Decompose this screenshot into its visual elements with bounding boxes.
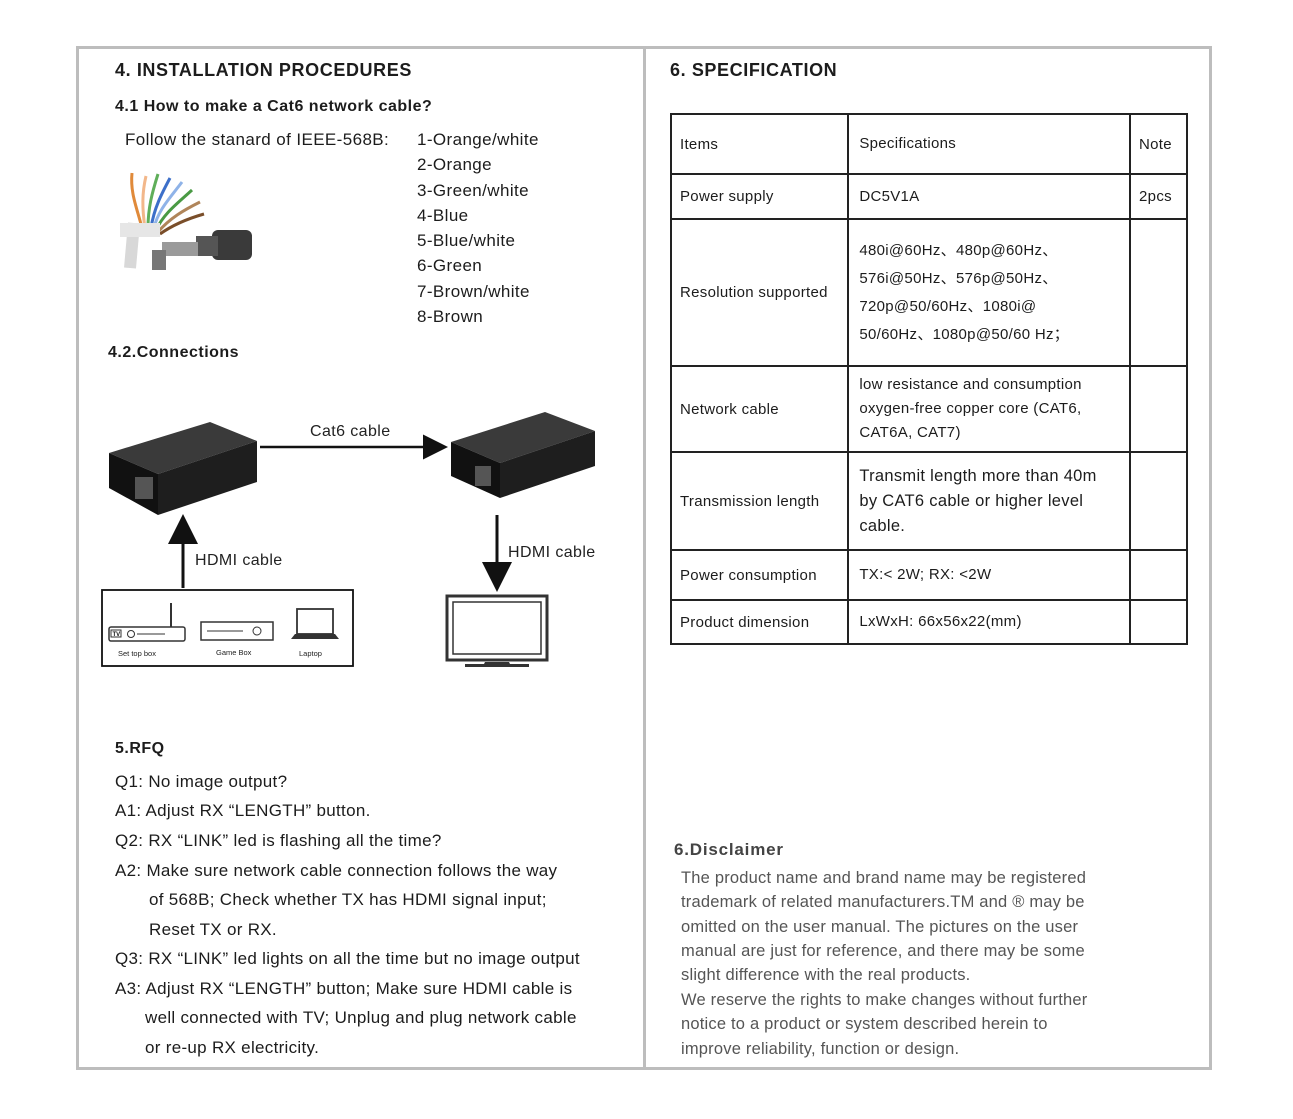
specification-table: Items Specifications Note Power supply D…: [669, 113, 1188, 645]
header-note: Note: [1129, 113, 1188, 175]
game-box-icon: [200, 621, 274, 641]
item-cell: Network cable: [669, 365, 850, 453]
laptop-icon: [291, 608, 339, 639]
wiring-item: 8-Brown: [417, 307, 484, 327]
tv-icon: [445, 594, 549, 667]
spec-line: by CAT6 cable or higher level: [859, 491, 1084, 510]
rfq-line: A3: Adjust RX “LENGTH” button; Make sure…: [115, 979, 573, 998]
spec-cell: DC5V1A: [847, 173, 1132, 220]
spec-line: LxWxH: 66x56x22(mm): [859, 613, 1022, 630]
spec-line: 720p@50/60Hz、1080i@: [859, 297, 1037, 315]
disclaimer-line: slight difference with the real products…: [681, 966, 971, 984]
rfq-line: well connected with TV; Unplug and plug …: [145, 1008, 577, 1027]
spec-line: oxygen-free copper core (CAT6,: [859, 400, 1082, 417]
rfq-line: A1: Adjust RX “LENGTH” button.: [115, 801, 371, 820]
installation-title: 4. INSTALLATION PROCEDURES: [115, 60, 412, 80]
svg-text:TV: TV: [113, 632, 121, 638]
rfq-heading: 5.RFQ: [115, 740, 165, 757]
disclaimer-line: improve reliability, function or design.: [681, 1040, 960, 1058]
spec-line: low resistance and consumption: [859, 376, 1082, 393]
table-row: Transmission length Transmit length more…: [669, 451, 1188, 551]
item-cell: Power consumption: [669, 549, 850, 601]
spec-cell: low resistance and consumption oxygen-fr…: [847, 365, 1132, 453]
rfq-line: Reset TX or RX.: [149, 920, 277, 939]
note-cell: [1129, 365, 1188, 453]
set-top-box-icon: TV: [108, 603, 186, 642]
table-row: Power supply DC5V1A 2pcs: [669, 173, 1188, 220]
rfq-line: Q1: No image output?: [115, 772, 288, 791]
table-row: Network cable low resistance and consump…: [669, 365, 1188, 453]
spec-line: cable.: [859, 516, 906, 535]
disclaimer-line: manual are just for reference, and there…: [681, 942, 1085, 960]
rfq-line: or re-up RX electricity.: [145, 1038, 320, 1057]
wiring-item: 6-Green: [417, 256, 483, 276]
spec-line: 480i@60Hz、480p@60Hz、: [859, 241, 1058, 259]
wiring-item: 1-Orange/white: [417, 130, 539, 149]
wiring-item: 2-Orange: [417, 155, 493, 175]
item-cell: Resolution supported: [669, 218, 850, 367]
header-items: Items: [669, 113, 850, 175]
item-cell: Product dimension: [669, 599, 850, 645]
disclaimer-line: notice to a product or system described …: [681, 1015, 1048, 1033]
spec-line: TX:< 2W; RX: <2W: [859, 566, 992, 583]
wiring-item: 3-Green/white: [417, 180, 529, 200]
note-cell: [1129, 451, 1188, 551]
spec-cell: LxWxH: 66x56x22(mm): [847, 599, 1132, 645]
note-cell: [1129, 599, 1188, 645]
disclaimer-line: trademark of related manufacturers.TM an…: [681, 893, 1085, 911]
note-cell: [1129, 549, 1188, 601]
spec-line: 576i@50Hz、576p@50Hz、: [859, 269, 1058, 287]
disclaimer-line: omitted on the user manual. The pictures…: [681, 918, 1079, 936]
table-row: Resolution supported 480i@60Hz、480p@60Hz…: [669, 218, 1188, 367]
specification-title: 6. SPECIFICATION: [670, 60, 838, 80]
spec-cell: 480i@60Hz、480p@60Hz、 576i@50Hz、576p@50Hz…: [847, 218, 1132, 367]
cable-howto-heading: 4.1 How to make a Cat6 network cable?: [115, 98, 433, 115]
hdmi-cable-label-right: HDMI cable: [508, 544, 596, 561]
spec-line: DC5V1A: [859, 187, 920, 205]
disclaimer-heading: 6.Disclaimer: [674, 840, 784, 859]
rfq-line: of 568B; Check whether TX has HDMI signa…: [149, 890, 547, 909]
rfq-line: Q2: RX “LINK” led is flashing all the ti…: [115, 831, 442, 850]
spec-cell: TX:< 2W; RX: <2W: [847, 549, 1132, 601]
wiring-list: 1-Orange/white 2-Orange 3-Green/white 4-…: [417, 127, 539, 329]
set-top-box-label: Set top box: [118, 649, 156, 658]
item-cell: Transmission length: [669, 451, 850, 551]
standard-text: Follow the stanard of IEEE-568B:: [125, 130, 390, 149]
disclaimer-line: The product name and brand name may be r…: [681, 869, 1087, 887]
wiring-item: 5-Blue/white: [417, 231, 516, 251]
spec-line: CAT6A, CAT7): [859, 424, 961, 441]
cat6-cable-label: Cat6 cable: [310, 423, 391, 440]
game-box-label: Game Box: [216, 648, 252, 657]
rfq-line: Q3: RX “LINK” led lights on all the time…: [115, 949, 580, 968]
rfq-line: A2: Make sure network cable connection f…: [115, 861, 558, 880]
note-cell: 2pcs: [1129, 173, 1188, 220]
column-divider: [643, 46, 646, 1070]
hdmi-cable-label-left: HDMI cable: [195, 552, 283, 569]
table-row: Power consumption TX:< 2W; RX: <2W: [669, 549, 1188, 601]
receiver-unit: [451, 412, 595, 498]
spec-line: 50/60Hz、1080p@50/60 Hz；: [859, 325, 1070, 343]
spec-line: Transmit length more than 40m: [859, 466, 1097, 485]
wiring-item: 4-Blue: [417, 205, 469, 225]
spec-cell: Transmit length more than 40m by CAT6 ca…: [847, 451, 1132, 551]
disclaimer-line: We reserve the rights to make changes wi…: [681, 991, 1088, 1009]
laptop-label: Laptop: [299, 649, 322, 658]
item-cell: Power supply: [669, 173, 850, 220]
transmitter-unit: [109, 422, 257, 515]
table-header-row: Items Specifications Note: [669, 113, 1188, 175]
connections-heading: 4.2.Connections: [108, 344, 240, 361]
wiring-item: 7-Brown/white: [417, 281, 530, 301]
connection-diagram: TV Cat6 cable HDMI cable HDMI cable Set …: [101, 412, 596, 667]
header-specifications: Specifications: [847, 113, 1132, 175]
cat6-cable-illustration: [120, 172, 252, 270]
table-row: Product dimension LxWxH: 66x56x22(mm): [669, 599, 1188, 645]
note-cell: [1129, 218, 1188, 367]
